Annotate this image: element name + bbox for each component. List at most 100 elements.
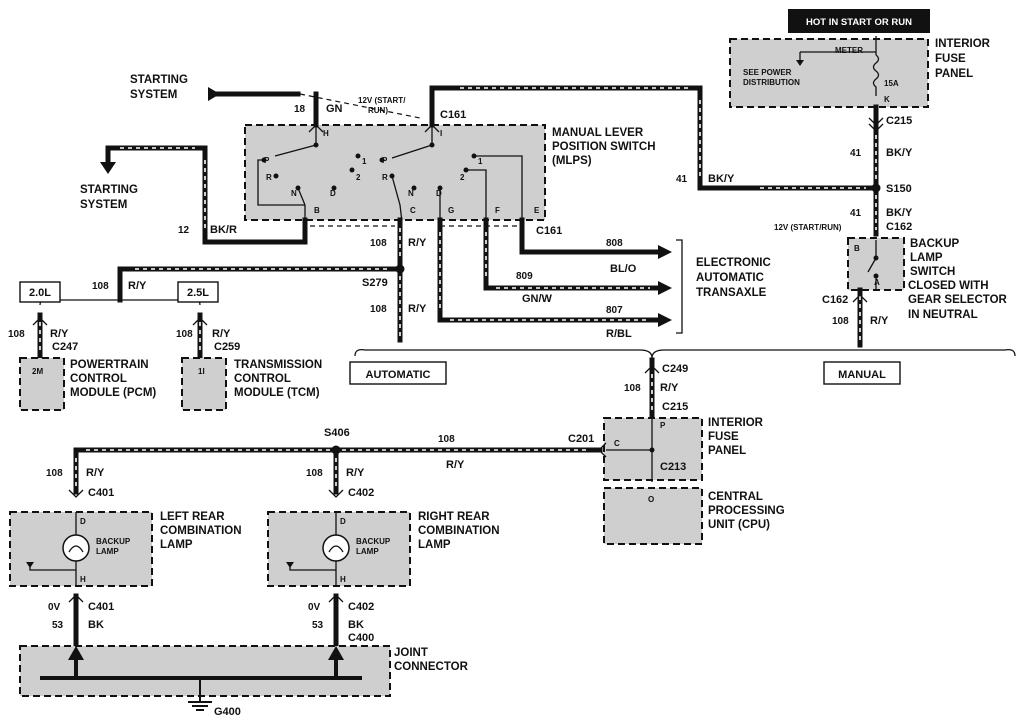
switch-title-6: IN NEUTRAL — [908, 309, 978, 321]
wire-41-b: 41 — [850, 208, 862, 219]
mid-pin-c: C — [614, 439, 620, 448]
voltage-0v-left: 0V — [48, 602, 61, 613]
fuse-rating: 15A — [884, 79, 899, 88]
left-pin-d: D — [80, 517, 86, 526]
fuse-panel-top-title-3: PANEL — [935, 68, 973, 80]
left-lamp-title-1: LEFT REAR — [160, 511, 225, 523]
hot-banner-text: HOT IN START OR RUN — [806, 17, 912, 28]
mlps-title-1: MANUAL LEVER — [552, 127, 644, 139]
left-pin-h: H — [80, 575, 86, 584]
right-bulb-icon — [322, 534, 350, 562]
connector-c215-mid: C215 — [662, 401, 688, 413]
right-pin-h: H — [340, 575, 346, 584]
pos-2-right: 2 — [460, 173, 465, 182]
joint-title-1: JOINT — [394, 647, 428, 659]
wire-809: 809 — [516, 271, 533, 282]
wire-108-pcm: 108 — [8, 329, 25, 340]
connector-c161-bottom: C161 — [536, 225, 562, 237]
connector-c259: C259 — [214, 341, 240, 353]
wire-bk-left: BK — [88, 619, 104, 631]
cpu-title-1: CENTRAL — [708, 491, 763, 503]
left-lamp-title-2: COMBINATION — [160, 525, 242, 537]
wire-108-right: 108 — [306, 468, 323, 479]
wire-108-manual: 108 — [832, 316, 849, 327]
switch-title-2: LAMP — [910, 252, 943, 264]
pcm-title-3: MODULE (PCM) — [70, 387, 156, 399]
fuse-panel-top-title-1: INTERIOR — [935, 38, 991, 50]
eat-title-3: TRANSAXLE — [696, 287, 767, 299]
switch-title-3: SWITCH — [910, 266, 955, 278]
cpu-title-2: PROCESSING — [708, 505, 785, 517]
pcm-title-1: POWERTRAIN — [70, 359, 149, 371]
pos-1-left: 1 — [362, 157, 367, 166]
connector-c162-bottom: C162 — [822, 294, 848, 306]
meter-label: METER — [835, 46, 863, 55]
connector-c402-top: C402 — [348, 487, 374, 499]
right-rear-lamp: D H BACKUP LAMP — [267, 511, 411, 587]
wire-bky-b: BK/Y — [886, 207, 913, 219]
mlps-switch: MANUAL LEVER POSITION SWITCH (MLPS) H I … — [244, 122, 656, 223]
eat-title-1: ELECTRONIC — [696, 257, 771, 269]
right-bulb-label-1: BACKUP — [356, 537, 391, 546]
left-bulb-icon — [62, 534, 90, 562]
pos-p-left: P — [264, 156, 270, 165]
wire-108-horiz: 108 — [438, 434, 455, 445]
switch-pin-b: B — [854, 244, 860, 253]
right-lamp-title-2: COMBINATION — [418, 525, 500, 537]
wire-808: 808 — [606, 238, 623, 249]
connector-c401-bottom: C401 — [88, 601, 114, 613]
fuse-panel-mid-title-3: PANEL — [708, 445, 746, 457]
connector-c215-top: C215 — [886, 115, 912, 127]
wire-bky-c: BK/Y — [708, 173, 735, 185]
fuse-panel-mid-title-2: FUSE — [708, 431, 739, 443]
starting-system-top-2: SYSTEM — [130, 89, 177, 101]
switch-pin-a: A — [874, 278, 880, 287]
wire-108-left: 108 — [46, 468, 63, 479]
connector-c402-bottom: C402 — [348, 601, 374, 613]
connector-c201: C201 — [568, 433, 594, 445]
wire-ry-c: R/Y — [128, 280, 147, 292]
mlps-pin-c: C — [410, 206, 416, 215]
tcm-title-2: CONTROL — [234, 373, 291, 385]
pos-p-right: P — [382, 156, 388, 165]
wire-blo: BL/O — [610, 263, 637, 275]
see-power-2: DISTRIBUTION — [743, 78, 800, 87]
starting-system-left-1: STARTING — [80, 184, 138, 196]
splice-s150-label: S150 — [886, 183, 912, 195]
fuse-15a-icon — [872, 54, 880, 96]
left-bulb-label-1: BACKUP — [96, 537, 131, 546]
wire-108-tcm: 108 — [176, 329, 193, 340]
cpu-pin-o: O — [648, 495, 654, 504]
wire-ry-horiz: R/Y — [446, 459, 465, 471]
wire-ry-left: R/Y — [86, 467, 105, 479]
right-lamp-title-1: RIGHT REAR — [418, 511, 490, 523]
wire-108-mid: 108 — [624, 383, 641, 394]
engine-20l: 2.0L — [29, 287, 51, 299]
left-lamp-title-3: LAMP — [160, 539, 193, 551]
wire-108-b: 108 — [370, 304, 387, 315]
pcm-title-2: CONTROL — [70, 373, 127, 385]
starting-system-left-2: SYSTEM — [80, 199, 127, 211]
switch-title-4: CLOSED WITH — [908, 280, 989, 292]
joint-title-2: CONNECTOR — [394, 661, 469, 673]
mlps-pin-b: B — [314, 206, 320, 215]
connector-c162-top: C162 — [886, 221, 912, 233]
splice-s279-label: S279 — [362, 277, 388, 289]
wire-ry-tcm: R/Y — [212, 328, 231, 340]
starting-system-top-1: STARTING — [130, 74, 188, 86]
switch-title-5: GEAR SELECTOR — [908, 294, 1008, 306]
mlps-pin-e: E — [534, 206, 540, 215]
mlps-pin-i: I — [440, 129, 442, 138]
pos-n-left: N — [291, 189, 297, 198]
wire-41-a: 41 — [850, 148, 862, 159]
connector-c213: C213 — [660, 461, 686, 473]
wire-rbl: R/BL — [606, 328, 632, 340]
pos-r-left: R — [266, 173, 272, 182]
wire-bk-right: BK — [348, 619, 364, 631]
tcm-box — [181, 357, 227, 411]
mlps-pin-g: G — [448, 206, 454, 215]
pcm-pin-2m: 2M — [32, 367, 43, 376]
mid-pin-p: P — [660, 421, 666, 430]
wire-12: 12 — [178, 225, 190, 236]
